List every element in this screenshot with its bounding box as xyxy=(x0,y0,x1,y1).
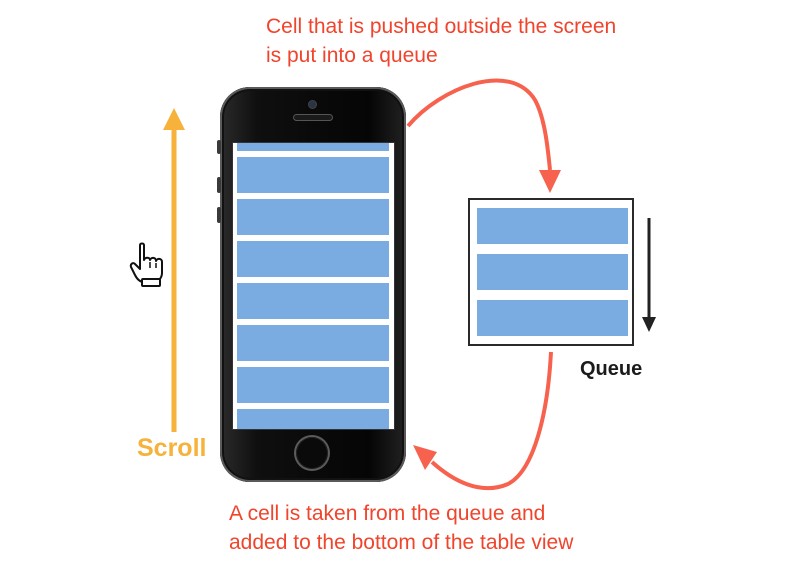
top-annotation: Cell that is pushed outside the screen i… xyxy=(266,12,616,70)
table-cell xyxy=(237,241,389,277)
bottom-annotation: A cell is taken from the queue and added… xyxy=(229,499,573,557)
volume-up-button xyxy=(217,177,221,193)
front-camera xyxy=(309,101,316,108)
top-annotation-line-1: Cell that is pushed outside the screen xyxy=(266,15,617,38)
home-button xyxy=(296,437,328,469)
table-cell xyxy=(237,409,389,429)
top-annotation-line-2: is put into a queue xyxy=(266,44,438,67)
scroll-label: Scroll xyxy=(137,434,207,462)
queue-cell xyxy=(477,254,628,290)
mute-switch xyxy=(217,140,221,154)
queue-cell xyxy=(477,300,628,336)
queue-box xyxy=(468,198,634,346)
pointing-hand-icon xyxy=(129,242,163,287)
volume-down-button xyxy=(217,207,221,223)
bottom-annotation-line-1: A cell is taken from the queue and xyxy=(229,502,546,525)
iphone-mockup xyxy=(217,87,406,482)
table-cell xyxy=(237,283,389,319)
phone-screen-table-view xyxy=(232,142,395,430)
table-cell xyxy=(237,199,389,235)
curved-arrow-to-queue xyxy=(406,78,561,193)
down-arrow-icon xyxy=(642,218,656,332)
table-cell xyxy=(237,143,389,151)
queue-label: Queue xyxy=(580,358,643,380)
table-cell xyxy=(237,157,389,193)
queue-cell xyxy=(477,208,628,244)
up-arrow-icon xyxy=(163,108,185,432)
earpiece-speaker xyxy=(294,115,332,120)
table-cell xyxy=(237,325,389,361)
table-cell xyxy=(237,367,389,403)
curved-arrow-from-queue xyxy=(413,351,553,491)
bottom-annotation-line-2: added to the bottom of the table view xyxy=(229,531,574,554)
